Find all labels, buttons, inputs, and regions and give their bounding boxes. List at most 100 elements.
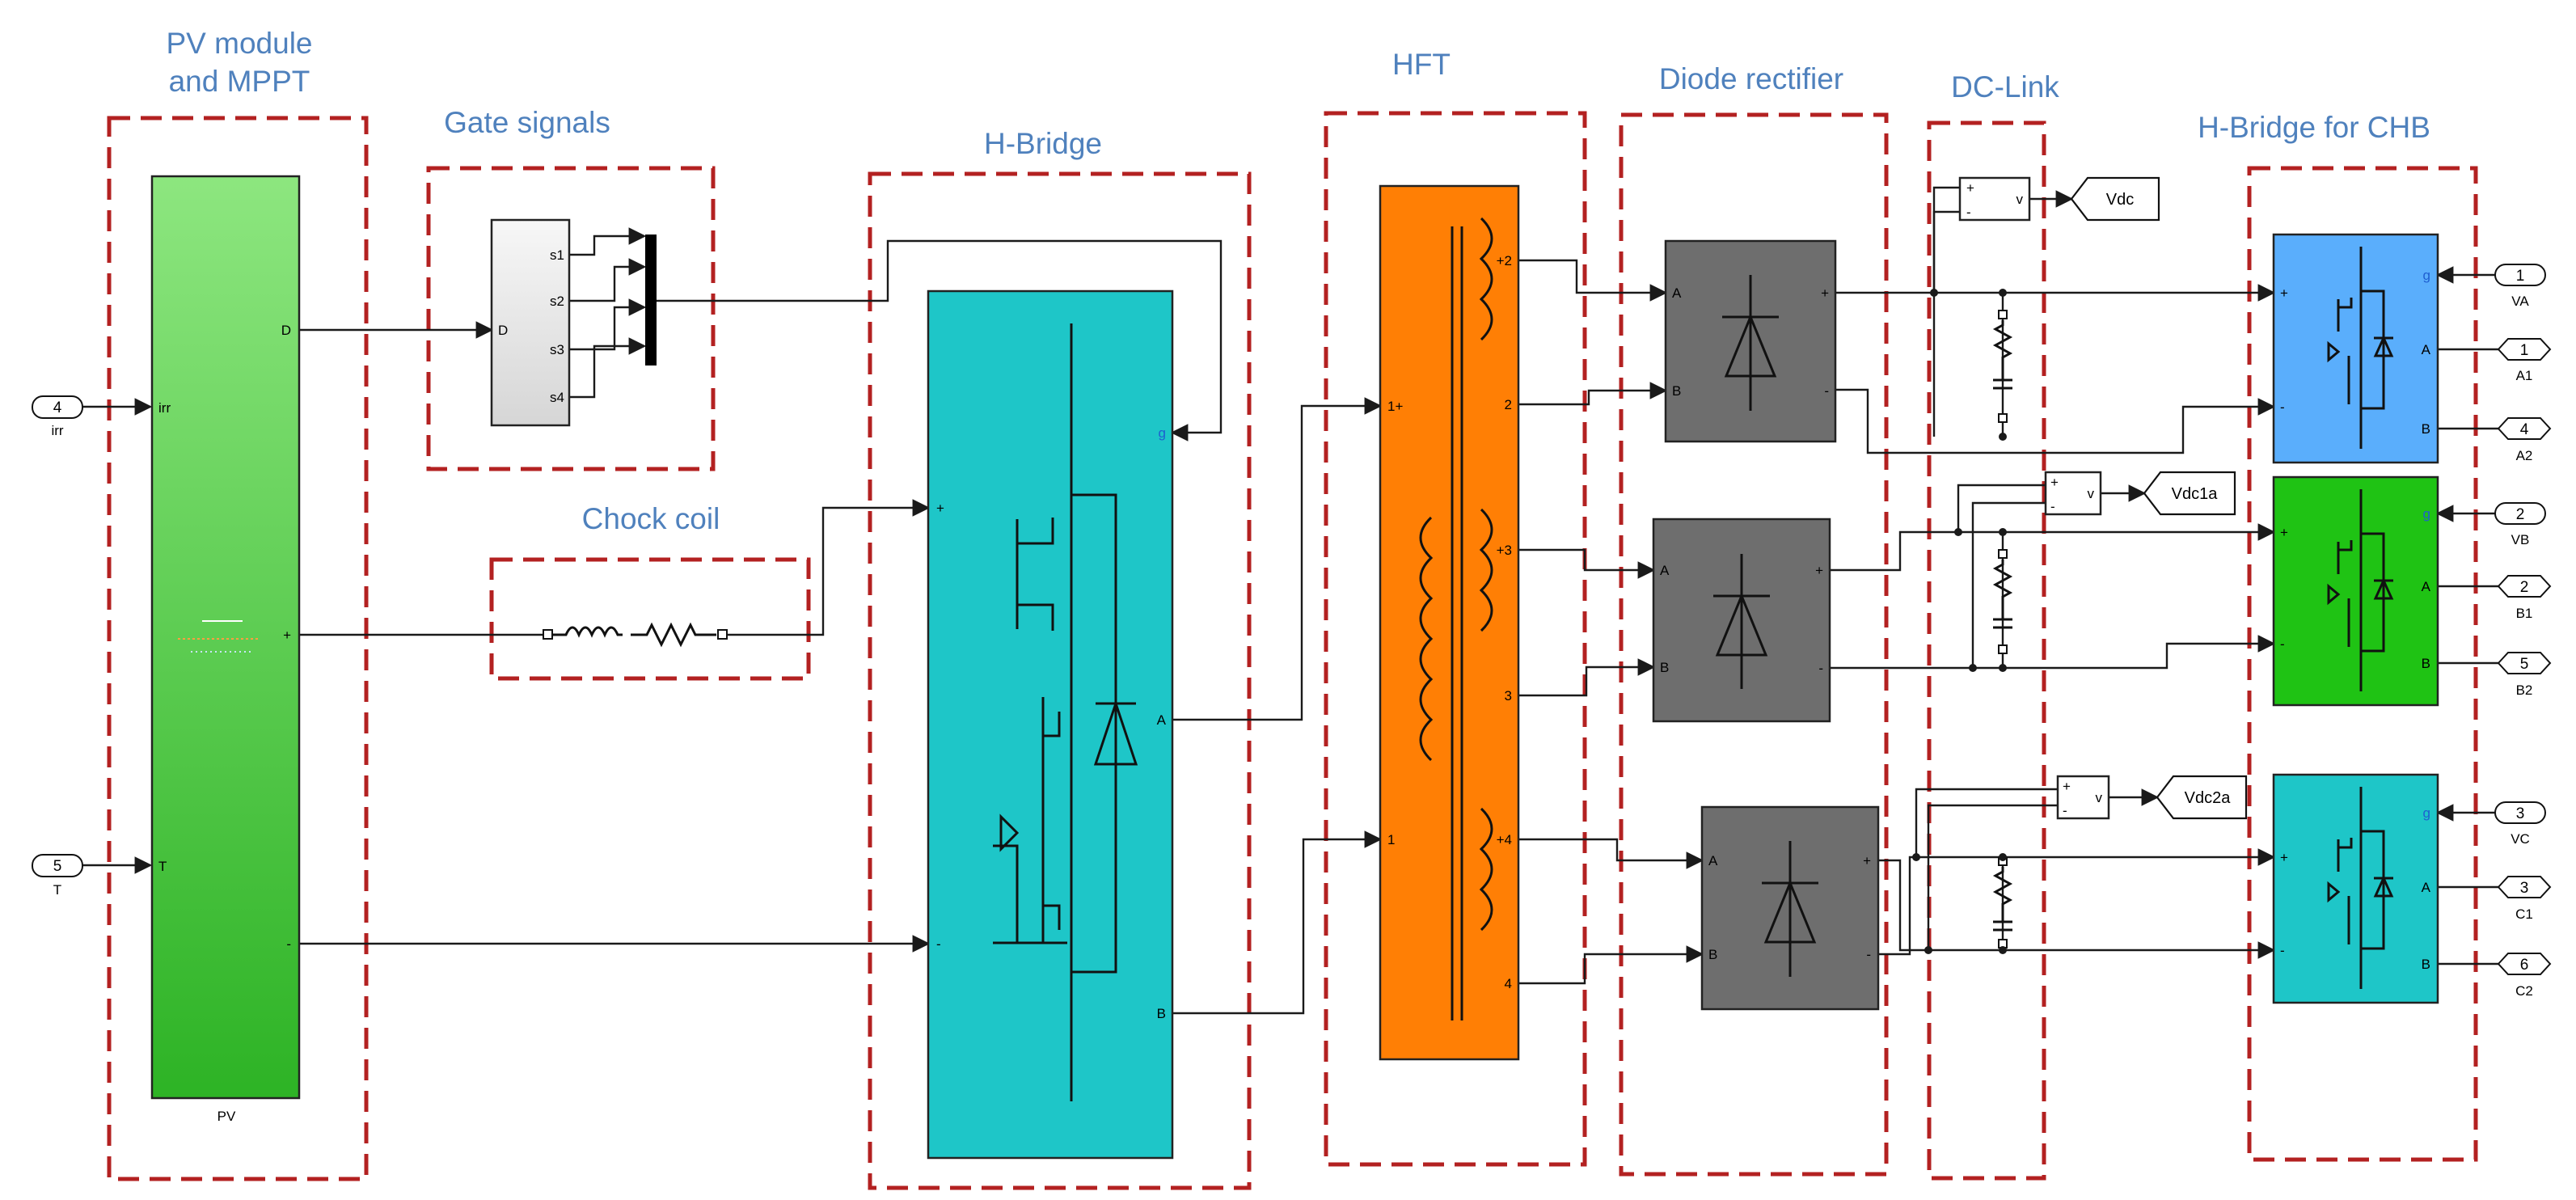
inport-irr[interactable]: 4 irr: [32, 395, 83, 438]
hbridge-port-minus: -: [936, 936, 941, 952]
outport-B1-label: B1: [2516, 606, 2533, 621]
chb-c-port-A: A: [2422, 880, 2431, 895]
vm3-v: v: [2096, 790, 2103, 805]
vm3-minus: -: [2063, 803, 2067, 818]
hbridge-port-A: A: [1157, 712, 1167, 728]
goto-vdc-label: Vdc: [2106, 191, 2134, 209]
rect2-port-A: A: [1660, 563, 1670, 578]
outport-A1[interactable]: 1 A1: [2497, 338, 2552, 383]
igbt-icon: [2327, 489, 2394, 691]
voltmeter-3[interactable]: + - v: [2056, 775, 2110, 820]
chock-section-border: [489, 557, 811, 681]
vm2-v: v: [2088, 486, 2095, 501]
hbridge-port-g: g: [1159, 425, 1166, 441]
voltmeter-1[interactable]: + - v: [1958, 176, 2031, 222]
inport-VB-number: 2: [2516, 506, 2525, 523]
rect3-port-A: A: [1708, 853, 1718, 868]
outport-B1[interactable]: 2 B1: [2497, 575, 2552, 621]
chb-b-port-minus: -: [2280, 636, 2285, 652]
inport-irr-number: 4: [53, 399, 62, 416]
diode-rectifier-1[interactable]: A B + -: [1664, 239, 1837, 443]
chb-hbridge-a[interactable]: g + - A B: [2272, 233, 2439, 464]
outport-C1-label: C1: [2515, 906, 2533, 922]
hbridge-section-title: H-Bridge: [984, 127, 1102, 160]
rectifier-section-title: Diode rectifier: [1659, 62, 1843, 95]
chb-a-port-g: g: [2423, 268, 2430, 283]
pv-port-minus: -: [286, 936, 291, 952]
chb-b-port-g: g: [2423, 506, 2430, 522]
rect1-port-B: B: [1672, 383, 1681, 399]
hft-port-3: 3: [1505, 688, 1512, 704]
gate-signals-block[interactable]: D s1 s2 s3 s4: [490, 218, 571, 427]
diode-icon: [1713, 554, 1770, 689]
goto-tag-vdc1a[interactable]: Vdc1a: [2143, 471, 2236, 516]
dc-link-rc-2[interactable]: [1992, 549, 2013, 654]
inport-VB[interactable]: 2 VB: [2494, 502, 2546, 547]
inport-VA-label: VA: [2511, 294, 2529, 309]
chb-c-port-minus: -: [2280, 943, 2285, 958]
chb-c-port-plus: +: [2280, 850, 2288, 865]
chb-hbridge-c[interactable]: g + - A B: [2272, 773, 2439, 1004]
outport-A2-label: A2: [2516, 448, 2533, 463]
chb-c-port-g: g: [2423, 805, 2430, 821]
outport-A2-number: 4: [2520, 421, 2529, 438]
pv-block[interactable]: irr T D + - PV: [150, 175, 301, 1124]
outport-A2[interactable]: 4 A2: [2497, 417, 2552, 463]
inport-VC[interactable]: 3 VC: [2494, 801, 2546, 847]
inport-T-number: 5: [53, 858, 62, 875]
inport-VA[interactable]: 1 VA: [2494, 264, 2546, 309]
outport-C2-label: C2: [2515, 983, 2533, 999]
inport-VA-number: 1: [2516, 268, 2525, 285]
rectifier-section-border: [1619, 112, 1889, 1177]
gate-port-D: D: [498, 323, 508, 338]
chb-section-title: H-Bridge for CHB: [2198, 111, 2430, 144]
rect2-port-plus: +: [1815, 563, 1823, 578]
inport-T-label: T: [53, 882, 61, 898]
chb-b-port-B: B: [2422, 656, 2430, 671]
voltmeter-2[interactable]: + - v: [2044, 471, 2102, 516]
igbt-icon: [2327, 787, 2394, 989]
vm3-plus: +: [2063, 779, 2071, 794]
outport-A1-label: A1: [2516, 368, 2533, 383]
outport-C2[interactable]: 6 C2: [2497, 953, 2552, 999]
dclink-section-title: DC-Link: [1951, 70, 2059, 104]
inport-T[interactable]: 5 T: [32, 854, 83, 898]
diode-rectifier-2[interactable]: A B + -: [1652, 518, 1831, 723]
goto-tag-vdc[interactable]: Vdc: [2070, 176, 2160, 222]
hft-block[interactable]: 1+ 1 +2 2 +3 3 +4 4: [1379, 184, 1520, 1061]
outport-C1-number: 3: [2520, 880, 2529, 897]
hft-port-plus4: +4: [1497, 832, 1512, 847]
vm1-minus: -: [1966, 205, 1971, 220]
diode-rectifier-3[interactable]: A B + -: [1700, 805, 1880, 1011]
gate-port-s4: s4: [550, 390, 564, 405]
pv-port-T: T: [158, 859, 167, 874]
wires: [81, 186, 2498, 1015]
chb-a-port-minus: -: [2280, 399, 2285, 415]
inport-VC-number: 3: [2516, 805, 2525, 822]
hft-port-plus3: +3: [1497, 543, 1512, 558]
gate-section-title: Gate signals: [444, 106, 610, 139]
gate-port-s3: s3: [550, 342, 564, 357]
outport-C1[interactable]: 3 C1: [2497, 876, 2552, 922]
chb-section-border: [2247, 166, 2478, 1162]
rect1-port-A: A: [1672, 285, 1682, 301]
goto-tag-vdc2a[interactable]: Vdc2a: [2156, 775, 2248, 820]
rect1-port-plus: +: [1821, 285, 1829, 301]
mux-block[interactable]: [645, 235, 657, 365]
outport-B2[interactable]: 5 B2: [2497, 652, 2552, 698]
hbridge-block[interactable]: + - g A B: [927, 289, 1174, 1160]
gate-port-s1: s1: [550, 247, 564, 263]
chb-a-port-A: A: [2422, 342, 2431, 357]
pv-mini-icon: [178, 620, 259, 653]
chock-coil-element[interactable]: [543, 622, 728, 648]
inport-irr-label: irr: [51, 423, 63, 438]
dc-link-rc-1[interactable]: [1992, 310, 2013, 423]
vm1-plus: +: [1966, 180, 1974, 196]
inport-VB-label: VB: [2511, 532, 2530, 547]
igbt-icon: [2327, 247, 2394, 449]
transformer-symbol: [1419, 217, 1493, 1020]
gate-section-border: [426, 166, 716, 471]
chb-c-port-B: B: [2422, 957, 2430, 972]
chb-hbridge-b[interactable]: g + - A B: [2272, 475, 2439, 707]
inport-VC-label: VC: [2511, 831, 2530, 847]
